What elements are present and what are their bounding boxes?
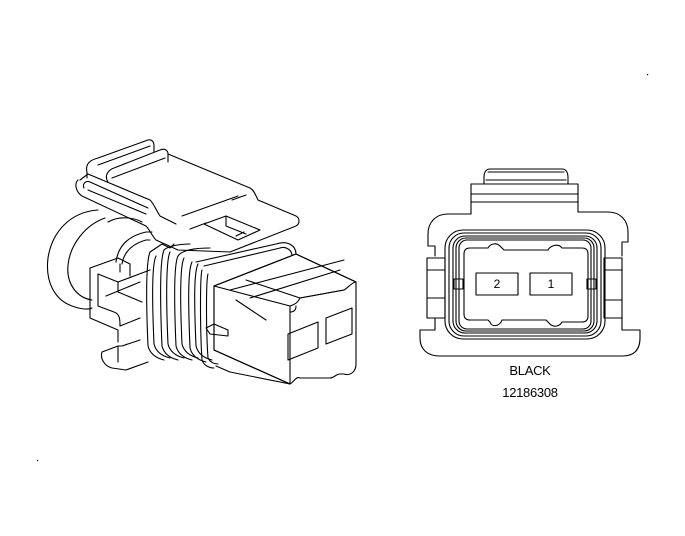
latch-slot [82, 180, 149, 209]
latch-block [470, 183, 579, 213]
plug-window-2 [287, 321, 319, 361]
stray-dot [647, 74, 649, 76]
seal-rib-2 [160, 249, 179, 361]
lock-window-right [586, 278, 597, 290]
cavity-2-label: 2 [493, 277, 501, 291]
part-number: 12186308 [502, 385, 558, 400]
foot [101, 339, 141, 353]
latch-rib-1 [86, 139, 155, 173]
plug-body [213, 253, 357, 385]
lock-window-left [453, 278, 464, 290]
seal-rib-1 [146, 251, 165, 361]
housing-outer-right [590, 211, 629, 257]
housing-outer-left [427, 213, 472, 257]
locking-tab [205, 323, 229, 337]
isometric-connector [46, 139, 357, 385]
latch-plate-right [167, 153, 300, 253]
cavity-1-label: 1 [547, 277, 555, 291]
latch-cap [483, 168, 569, 185]
cavity-2-box [475, 272, 519, 296]
seal-rib-3 [174, 255, 193, 361]
bracket-top [89, 257, 131, 277]
front-frame-left [199, 269, 215, 369]
housing-outer-bottom [419, 317, 641, 357]
seal-rib-4 [188, 261, 207, 363]
stray-dot [37, 460, 39, 462]
latch-rib-2 [105, 148, 169, 183]
rear-boot-outer [46, 209, 99, 310]
latch-window [203, 215, 261, 241]
cavity-face [463, 243, 589, 327]
ear-right [603, 257, 623, 319]
seal-ring-outer [444, 229, 606, 340]
ear-left [426, 257, 446, 319]
plug-window-1 [325, 307, 353, 345]
front-view [419, 168, 641, 357]
rear-boot-inner [67, 217, 106, 301]
latch-plate-front [75, 179, 231, 253]
color-label: BLACK [509, 363, 551, 378]
cavity-1-box [529, 272, 573, 296]
